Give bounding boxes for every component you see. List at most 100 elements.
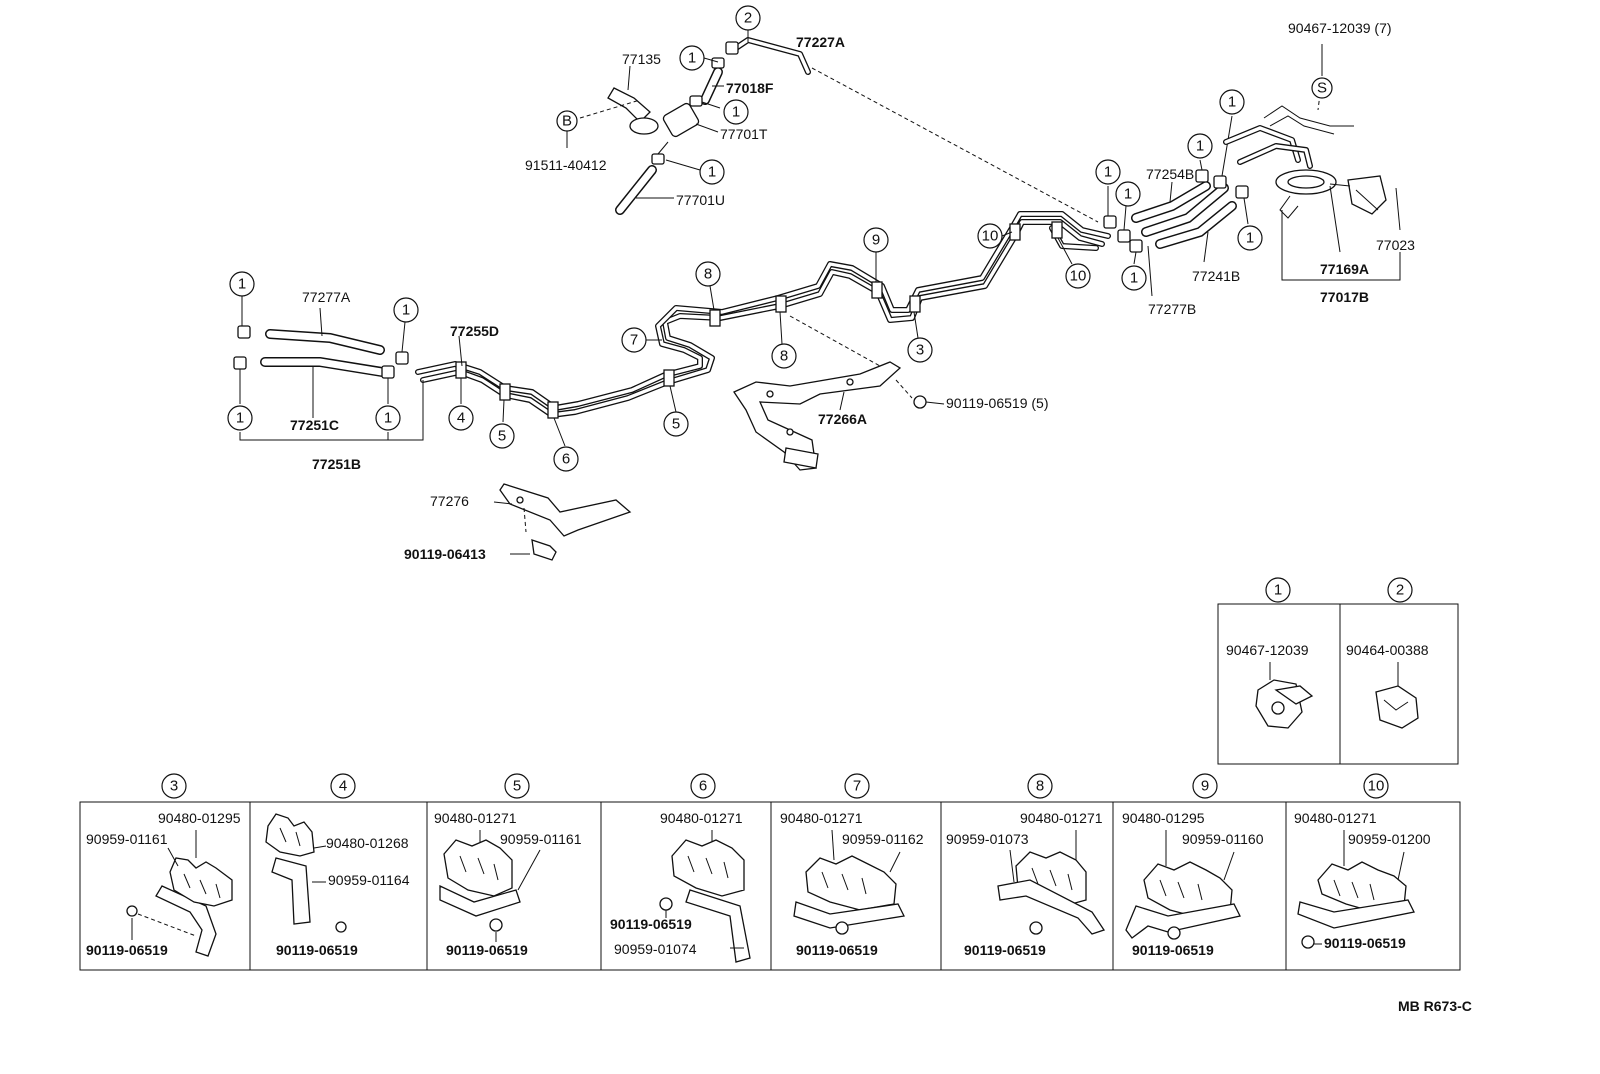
- panel-callout-8: 8: [1036, 778, 1044, 795]
- bracket-77266A: [733, 315, 945, 471]
- panel-8-bracket-icon: [997, 879, 1106, 935]
- panel-3-bracket-icon: [155, 885, 217, 957]
- panel-10-clamp-icon: [1317, 861, 1407, 913]
- label-77701T: 77701T: [720, 126, 768, 142]
- label-77276: 77276: [430, 493, 469, 509]
- panel-4-bolt-icon: [335, 921, 347, 933]
- label-90119-06413: 90119-06413: [404, 546, 486, 562]
- bracket-77276: [493, 483, 632, 561]
- panel-7-clamp-part: 90480-01271: [780, 810, 863, 826]
- label-77017B: 77017B: [1320, 289, 1369, 305]
- panel-10-bolt-part: 90119-06519: [1324, 935, 1406, 951]
- panel-9-bolt-icon: [1167, 926, 1181, 940]
- clamp-1-part-number: 90467-12039: [1226, 642, 1309, 658]
- panel-7-bracket-part: 90959-01162: [842, 831, 924, 847]
- label-77227A: 77227A: [796, 34, 845, 50]
- panel-6-clamp-icon: [671, 839, 745, 897]
- label-77277B: 77277B: [1148, 301, 1196, 317]
- callout-7: 7: [630, 332, 638, 349]
- panel-4-bracket-icon: [271, 857, 311, 925]
- panel-8-bolt-part: 90119-06519: [964, 942, 1046, 958]
- callout-1: 1: [1196, 138, 1204, 155]
- panel-3-clamp-part: 90480-01295: [158, 810, 241, 826]
- panel-9-bolt-part: 90119-06519: [1132, 942, 1214, 958]
- fuel-tank-unit: [1223, 44, 1401, 281]
- panel-5-bracket-part: 90959-01161: [500, 831, 582, 847]
- label-77018F: 77018F: [726, 80, 774, 96]
- callout-1: 1: [236, 410, 244, 427]
- callout-B: B: [562, 113, 572, 130]
- panel-6-bolt-part: 90119-06519: [610, 916, 692, 932]
- detail-panel-7: 7 90480-01271 90959-01162 90119-06519: [780, 773, 924, 958]
- panel-5-clamp-icon: [443, 839, 513, 897]
- panel-callout-3: 3: [170, 778, 178, 795]
- panel-4-bolt-part: 90119-06519: [276, 942, 358, 958]
- callout-1: 1: [708, 164, 716, 181]
- label-77255D: 77255D: [450, 323, 499, 339]
- callout-1: 1: [688, 50, 696, 67]
- panel-4-clamp-part: 90480-01268: [326, 835, 409, 851]
- label-77277A: 77277A: [302, 289, 351, 305]
- callout-1: 1: [238, 276, 246, 293]
- detail-panel-3: 3 90480-01295 90959-01161 90119-06519: [86, 773, 241, 958]
- detail-callout-2: 2: [1396, 582, 1404, 599]
- callout-2-top: 2: [744, 10, 752, 27]
- panel-8-bolt-icon: [1029, 921, 1043, 935]
- panel-callout-10: 10: [1368, 778, 1385, 795]
- callout-1: 1: [384, 410, 392, 427]
- panel-callout-4: 4: [339, 778, 347, 795]
- label-77701U: 77701U: [676, 192, 725, 208]
- tank-side-hoses: [1103, 115, 1249, 297]
- label-77023: 77023: [1376, 237, 1415, 253]
- panel-5-bracket-icon: [439, 884, 521, 917]
- detail-panel-5: 5 90480-01271 90959-01161 90119-06519: [434, 773, 582, 958]
- callout-5: 5: [672, 416, 680, 433]
- callout-1: 1: [1246, 230, 1254, 247]
- panel-5-bolt-part: 90119-06519: [446, 942, 528, 958]
- callout-10: 10: [982, 228, 999, 245]
- panel-callout-6: 6: [699, 778, 707, 795]
- panel-6-bracket-icon: [685, 889, 751, 963]
- label-77251B: 77251B: [312, 456, 361, 472]
- letter-callouts: B S: [556, 77, 1333, 132]
- label-77169A: 77169A: [1320, 261, 1369, 277]
- panel-3-bracket-part: 90959-01161: [86, 831, 168, 847]
- callout-1: 1: [1228, 94, 1236, 111]
- panel-callout-7: 7: [853, 778, 861, 795]
- panel-5-clamp-part: 90480-01271: [434, 810, 517, 826]
- callout-1: 1: [1104, 164, 1112, 181]
- panel-callout-9: 9: [1201, 778, 1209, 795]
- panel-9-clamp-part: 90480-01295: [1122, 810, 1205, 826]
- label-77266A: 77266A: [818, 411, 867, 427]
- callout-1: 1: [402, 302, 410, 319]
- panel-9-clamp-icon: [1143, 861, 1233, 919]
- detail-panel-10: 10 90480-01271 90959-01200 90119-06519: [1294, 773, 1431, 951]
- label-77251C: 77251C: [290, 417, 339, 433]
- panel-8-bracket-part: 90959-01073: [946, 831, 1029, 847]
- callout-9: 9: [872, 232, 880, 249]
- panel-4-bracket-part: 90959-01164: [328, 872, 410, 888]
- panel-10-bracket-part: 90959-01200: [1348, 831, 1431, 847]
- panel-5-bolt-icon: [489, 918, 503, 932]
- clamp-2-icon: [1375, 685, 1419, 729]
- callout-8: 8: [704, 266, 712, 283]
- callout-1: 1: [1124, 186, 1132, 203]
- clamp-2-part-number: 90464-00388: [1346, 642, 1429, 658]
- panel-6-clamp-part: 90480-01271: [660, 810, 743, 826]
- label-77135: 77135: [622, 51, 661, 67]
- panel-6-bolt-icon: [659, 897, 673, 911]
- label-90119-06519-5: 90119-06519 (5): [946, 395, 1048, 411]
- bracket-detail-strip: 3 90480-01295 90959-01161 90119-06519 4 …: [79, 773, 1461, 971]
- panel-4-clamp-icon: [265, 813, 315, 857]
- detail-panel-8: 8 90480-01271 90959-01073 90119-06519: [946, 773, 1106, 958]
- label-90467-12039-7: 90467-12039 (7): [1288, 20, 1392, 36]
- detail-callout-1: 1: [1274, 582, 1282, 599]
- panel-10-bolt-icon: [1301, 935, 1315, 949]
- clamp-detail-boxes: 1 2 90467-12039 90464-00388: [1217, 577, 1459, 765]
- panel-10-bracket-icon: [1297, 899, 1415, 929]
- panel-10-clamp-part: 90480-01271: [1294, 810, 1377, 826]
- label-77241B: 77241B: [1192, 268, 1240, 284]
- panel-7-bracket-icon: [793, 901, 905, 929]
- panel-7-bolt-part: 90119-06519: [796, 942, 878, 958]
